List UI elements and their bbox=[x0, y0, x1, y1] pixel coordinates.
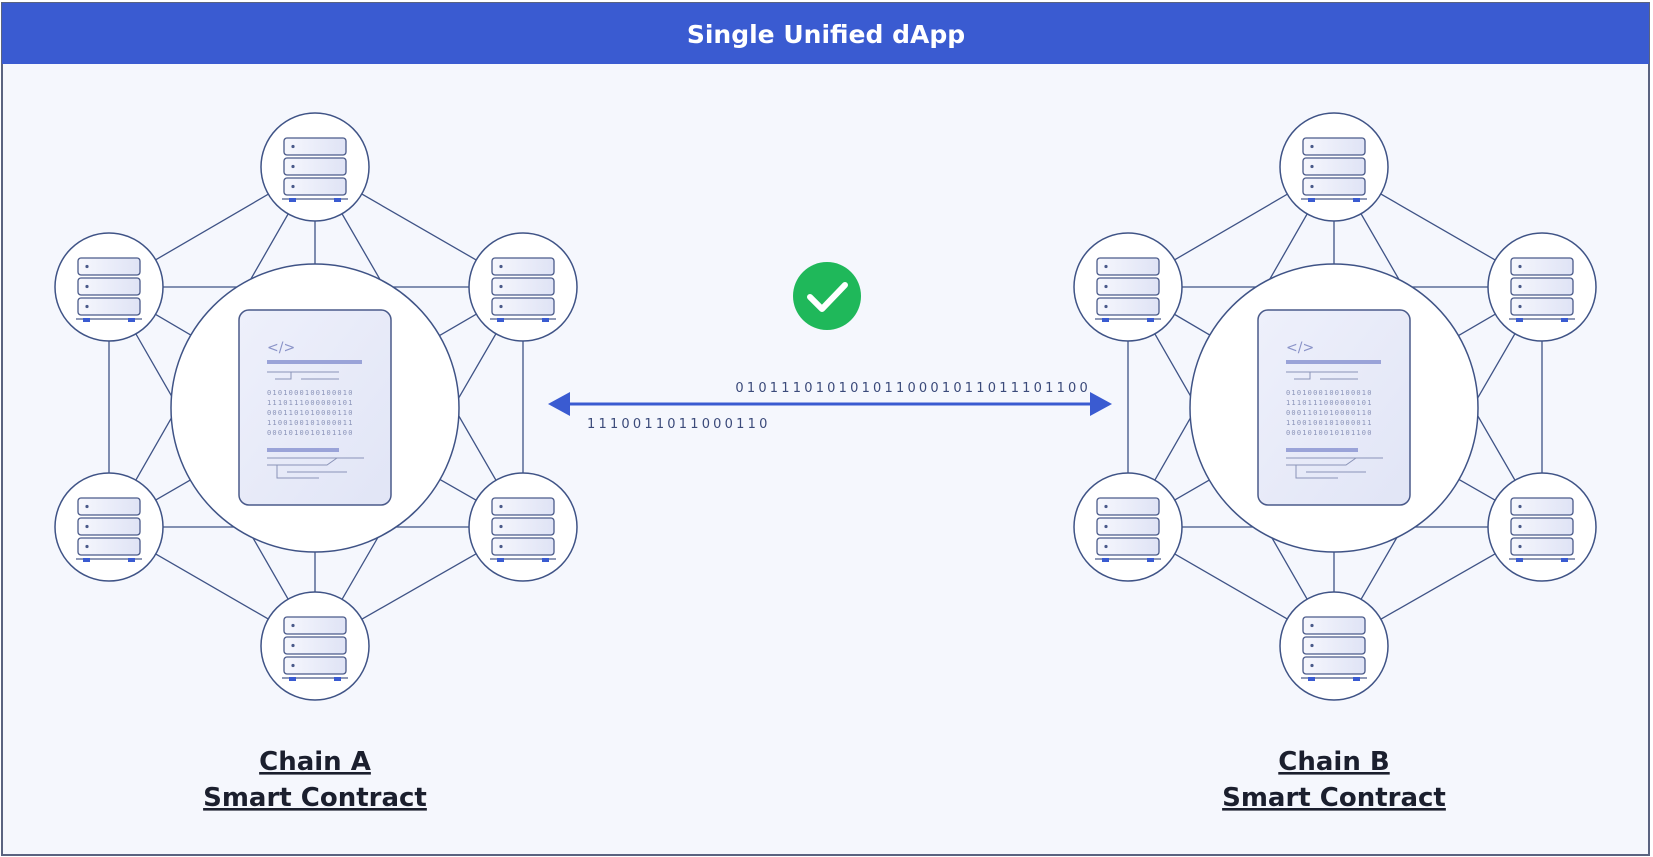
server-node bbox=[54, 232, 164, 342]
server-icon bbox=[490, 497, 556, 562]
chain-a-network: </> 0101000100100010 1110111000000101 00011… bbox=[54, 112, 578, 701]
server-icon bbox=[1301, 137, 1367, 202]
server-node bbox=[1279, 112, 1389, 222]
server-icon bbox=[1509, 497, 1575, 562]
chain-b-subtitle: Smart Contract bbox=[1222, 783, 1446, 813]
chain-a-subtitle: Smart Contract bbox=[203, 783, 427, 813]
server-node bbox=[260, 591, 370, 701]
server-node bbox=[1487, 472, 1597, 582]
contract-bit-row: 0101000100100010 bbox=[267, 389, 354, 397]
arrow-right-head-icon bbox=[1090, 392, 1112, 416]
chain-b-name: Chain B bbox=[1278, 747, 1389, 777]
contract-bit-row: 0101000100100010 bbox=[1286, 389, 1373, 397]
contract-bit-row: 0001010010101100 bbox=[1286, 429, 1373, 437]
header-bar bbox=[2, 3, 1649, 64]
server-icon bbox=[76, 497, 142, 562]
contract-bit-row: 0001101010000110 bbox=[1286, 409, 1373, 417]
code-tag: </> bbox=[267, 340, 295, 356]
contract-bit-row: 1100100101000011 bbox=[267, 419, 354, 427]
server-icon bbox=[490, 257, 556, 322]
contract-bit-row: 0001101010000110 bbox=[267, 409, 354, 417]
transfer-arrow bbox=[548, 392, 1112, 416]
chain-a-name: Chain A bbox=[259, 747, 371, 777]
contract-bit-row: 0001010010101100 bbox=[267, 429, 354, 437]
check-circle-icon bbox=[793, 262, 861, 330]
smart-contract-document-icon: </> 0101000100100010 1110111000000101 00011… bbox=[1257, 309, 1411, 506]
server-node bbox=[468, 472, 578, 582]
server-node bbox=[1073, 472, 1183, 582]
server-node bbox=[54, 472, 164, 582]
server-node bbox=[1279, 591, 1389, 701]
top-bits: 0101110101010110001011011101100 bbox=[735, 381, 1091, 396]
server-node bbox=[468, 232, 578, 342]
contract-bit-row: 1100100101000011 bbox=[1286, 419, 1373, 427]
server-node bbox=[1487, 232, 1597, 342]
header-title: Single Unified dApp bbox=[687, 20, 965, 49]
server-node bbox=[260, 112, 370, 222]
contract-bit-row: 1110111000000101 bbox=[267, 399, 354, 407]
server-icon bbox=[1301, 616, 1367, 681]
smart-contract-document-icon: </> 0101000100100010 1110111000000101 00011… bbox=[238, 309, 392, 506]
server-node bbox=[1073, 232, 1183, 342]
server-icon bbox=[282, 616, 348, 681]
chain-b-network: </> 0101000100100010 1110111000000101 00011… bbox=[1073, 112, 1597, 701]
server-icon bbox=[76, 257, 142, 322]
server-icon bbox=[1095, 497, 1161, 562]
bottom-bits: 1110011011000110 bbox=[587, 417, 771, 432]
server-icon bbox=[282, 137, 348, 202]
arrow-left-head-icon bbox=[548, 392, 570, 416]
contract-bit-row: 1110111000000101 bbox=[1286, 399, 1373, 407]
server-icon bbox=[1095, 257, 1161, 322]
code-tag: </> bbox=[1286, 340, 1314, 356]
server-icon bbox=[1509, 257, 1575, 322]
